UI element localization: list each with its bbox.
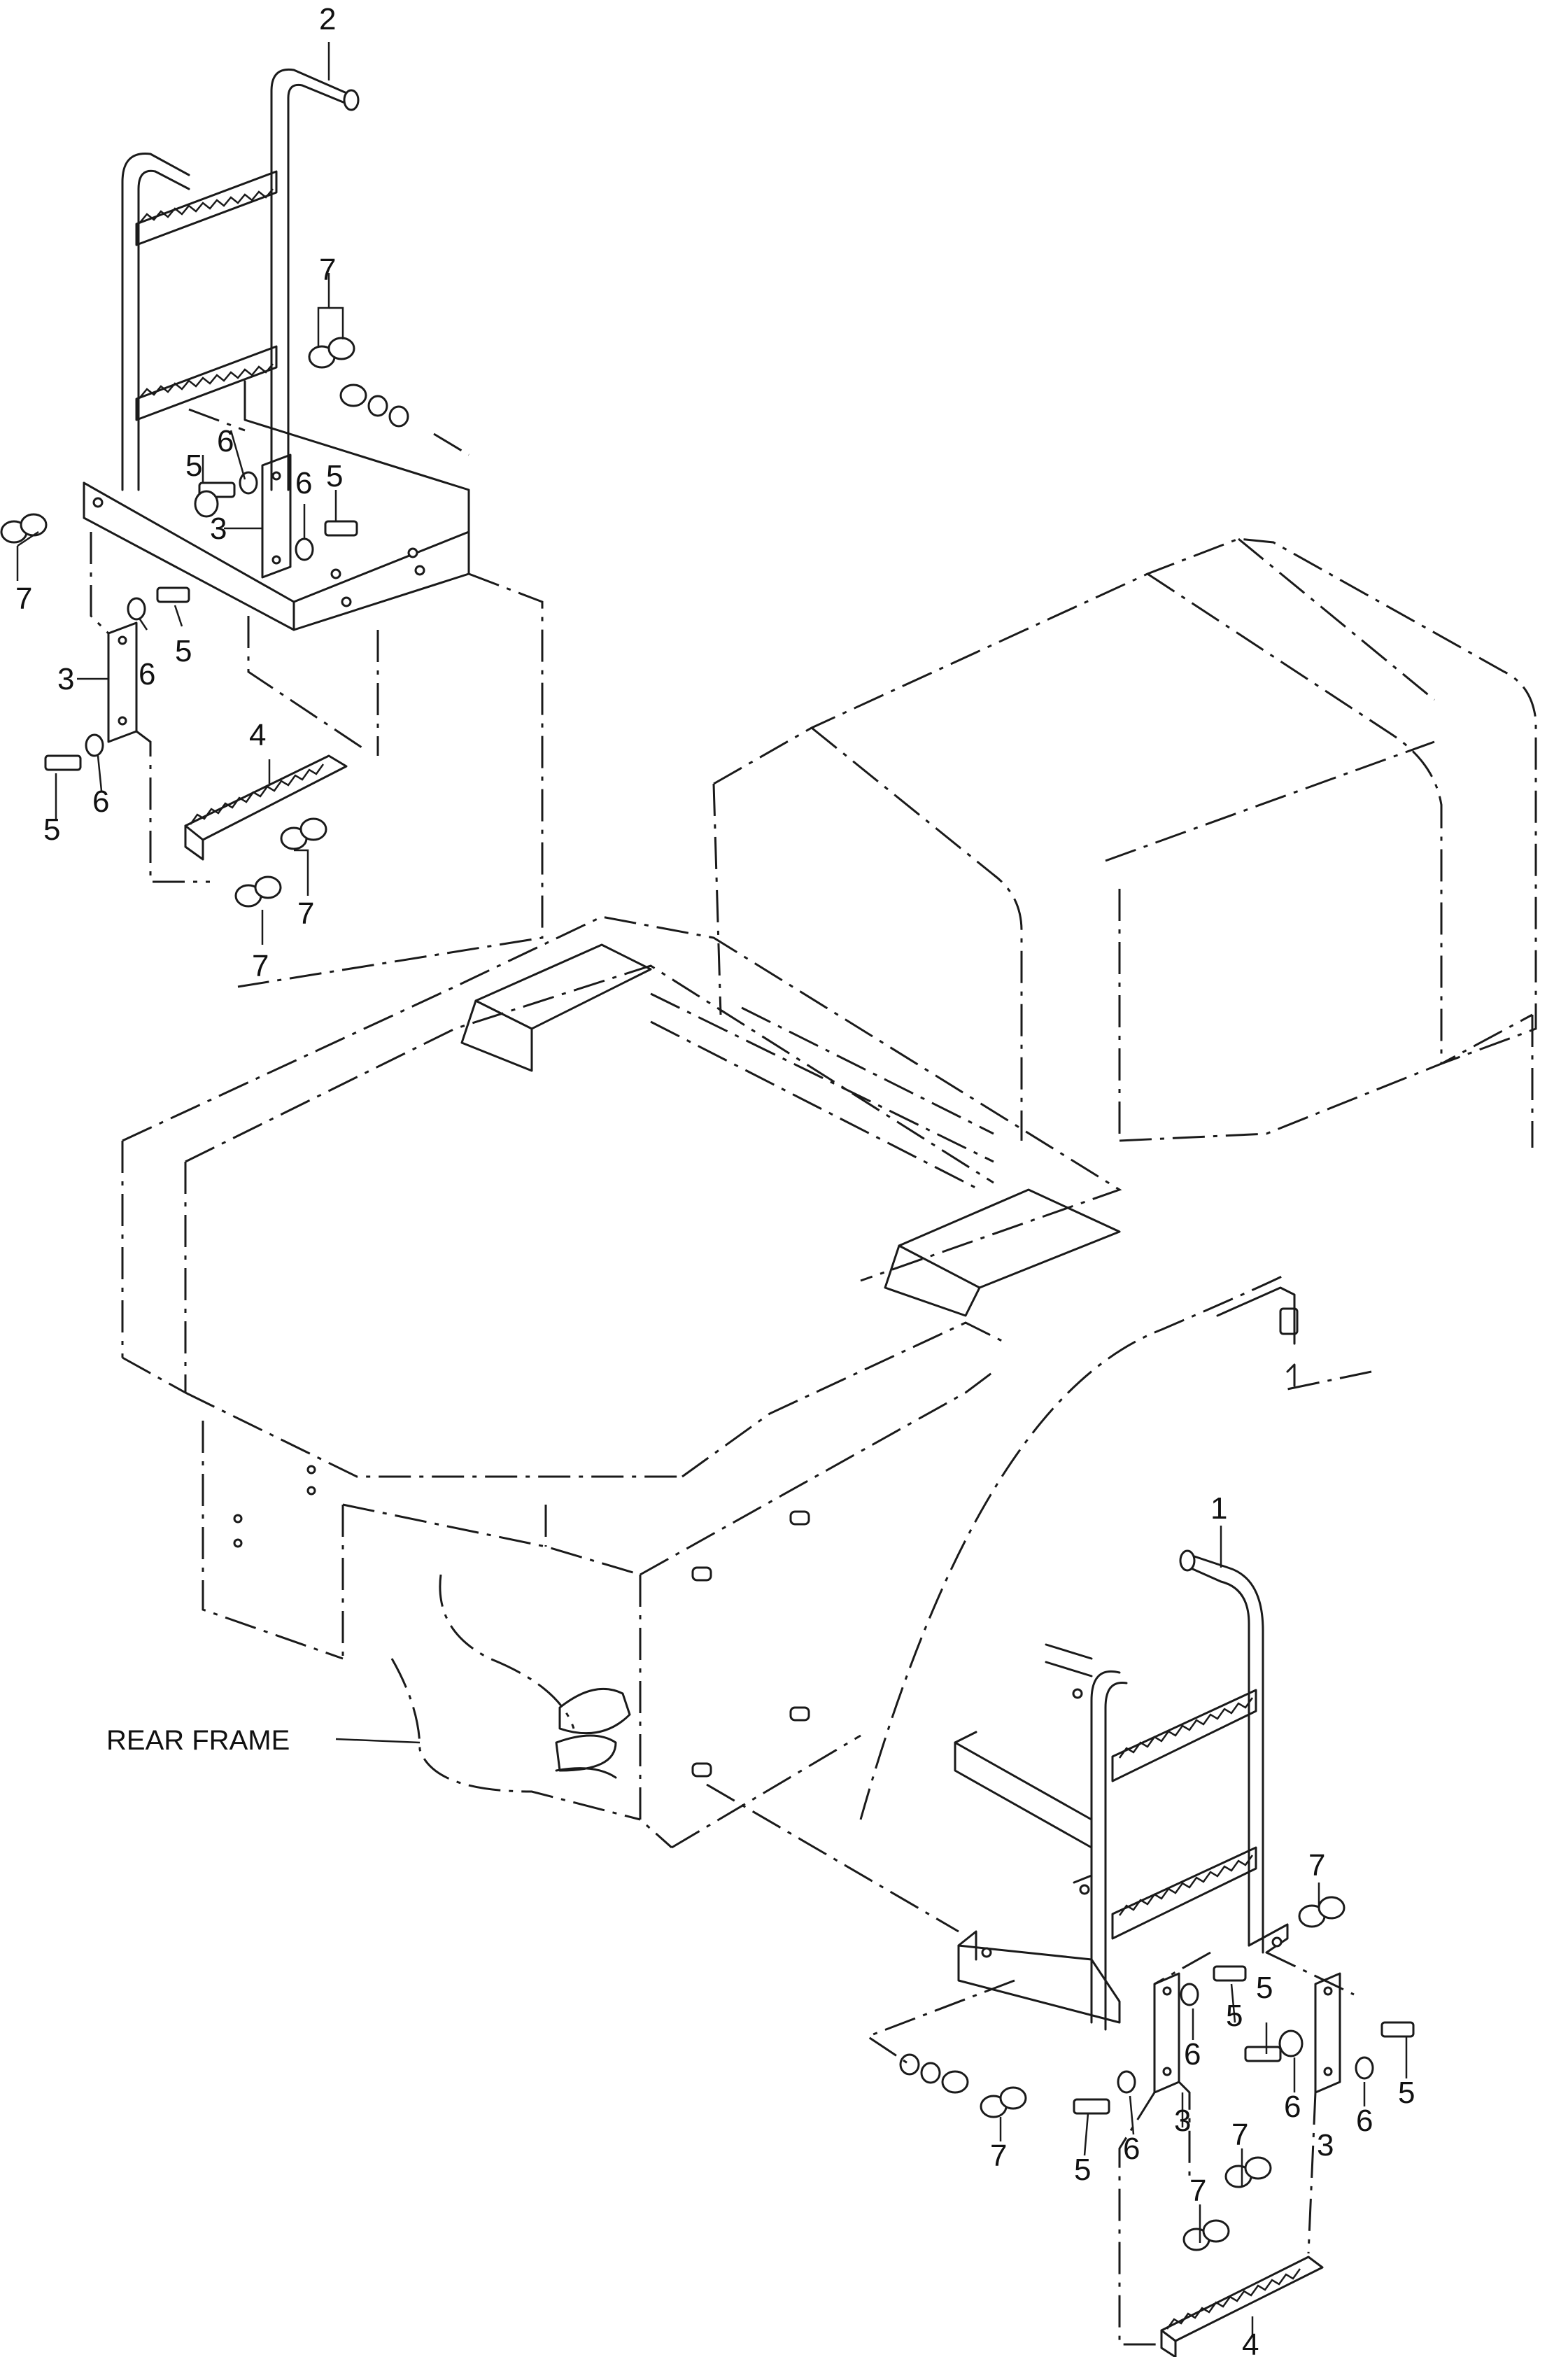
- callout-3: 3: [1317, 2128, 1334, 2162]
- callout-4: 4: [249, 718, 266, 752]
- callout-6: 6: [1184, 2037, 1201, 2071]
- callout-6: 6: [1284, 2090, 1301, 2124]
- callout-7: 7: [1231, 2118, 1248, 2152]
- callout-7: 7: [319, 253, 336, 287]
- upper-alignment-lines: [90, 408, 544, 988]
- callout-3: 3: [210, 512, 227, 546]
- callout-5: 5: [1256, 1971, 1273, 2005]
- callout-7: 7: [15, 582, 32, 616]
- rear-frame-label: REAR FRAME: [106, 1725, 290, 1756]
- callout-6: 6: [139, 657, 155, 691]
- callout-1: 1: [1210, 1491, 1227, 1526]
- callout-6: 6: [92, 785, 109, 819]
- callout-6: 6: [217, 424, 234, 458]
- callout-5: 5: [326, 459, 343, 493]
- callout-7: 7: [297, 896, 314, 931]
- lower-ladder-assembly: [954, 1549, 1341, 2357]
- vehicle-rear-body: [121, 537, 1537, 1849]
- callout-5: 5: [43, 812, 60, 847]
- callout-5: 5: [1074, 2153, 1091, 2187]
- callout-5: 5: [175, 634, 192, 668]
- callout-labels: 2 7 6 5 6 5 3 7 5 6 3 4 6 5 7 7 1 7 5 5 …: [15, 2, 1415, 2357]
- callout-7: 7: [990, 2139, 1007, 2173]
- callout-6: 6: [295, 466, 312, 500]
- callout-5: 5: [185, 449, 202, 483]
- callout-3: 3: [57, 662, 74, 696]
- callout-6: 6: [1123, 2132, 1140, 2166]
- callout-7: 7: [1308, 1848, 1325, 1883]
- upper-ladder-assembly: [83, 68, 470, 631]
- callout-4: 4: [1242, 2328, 1259, 2357]
- callout-3: 3: [1174, 2104, 1191, 2138]
- callout-6: 6: [1356, 2104, 1373, 2138]
- callout-7: 7: [252, 949, 269, 983]
- leader-lines: [16, 42, 1408, 2337]
- upper-hardware: [0, 337, 409, 908]
- callout-5: 5: [1398, 2076, 1415, 2110]
- lower-alignment-lines: [706, 1783, 1355, 2346]
- callout-5: 5: [1226, 1999, 1243, 2033]
- lower-hardware: [899, 1896, 1415, 2251]
- callout-7: 7: [1189, 2174, 1206, 2208]
- callout-2: 2: [319, 2, 336, 36]
